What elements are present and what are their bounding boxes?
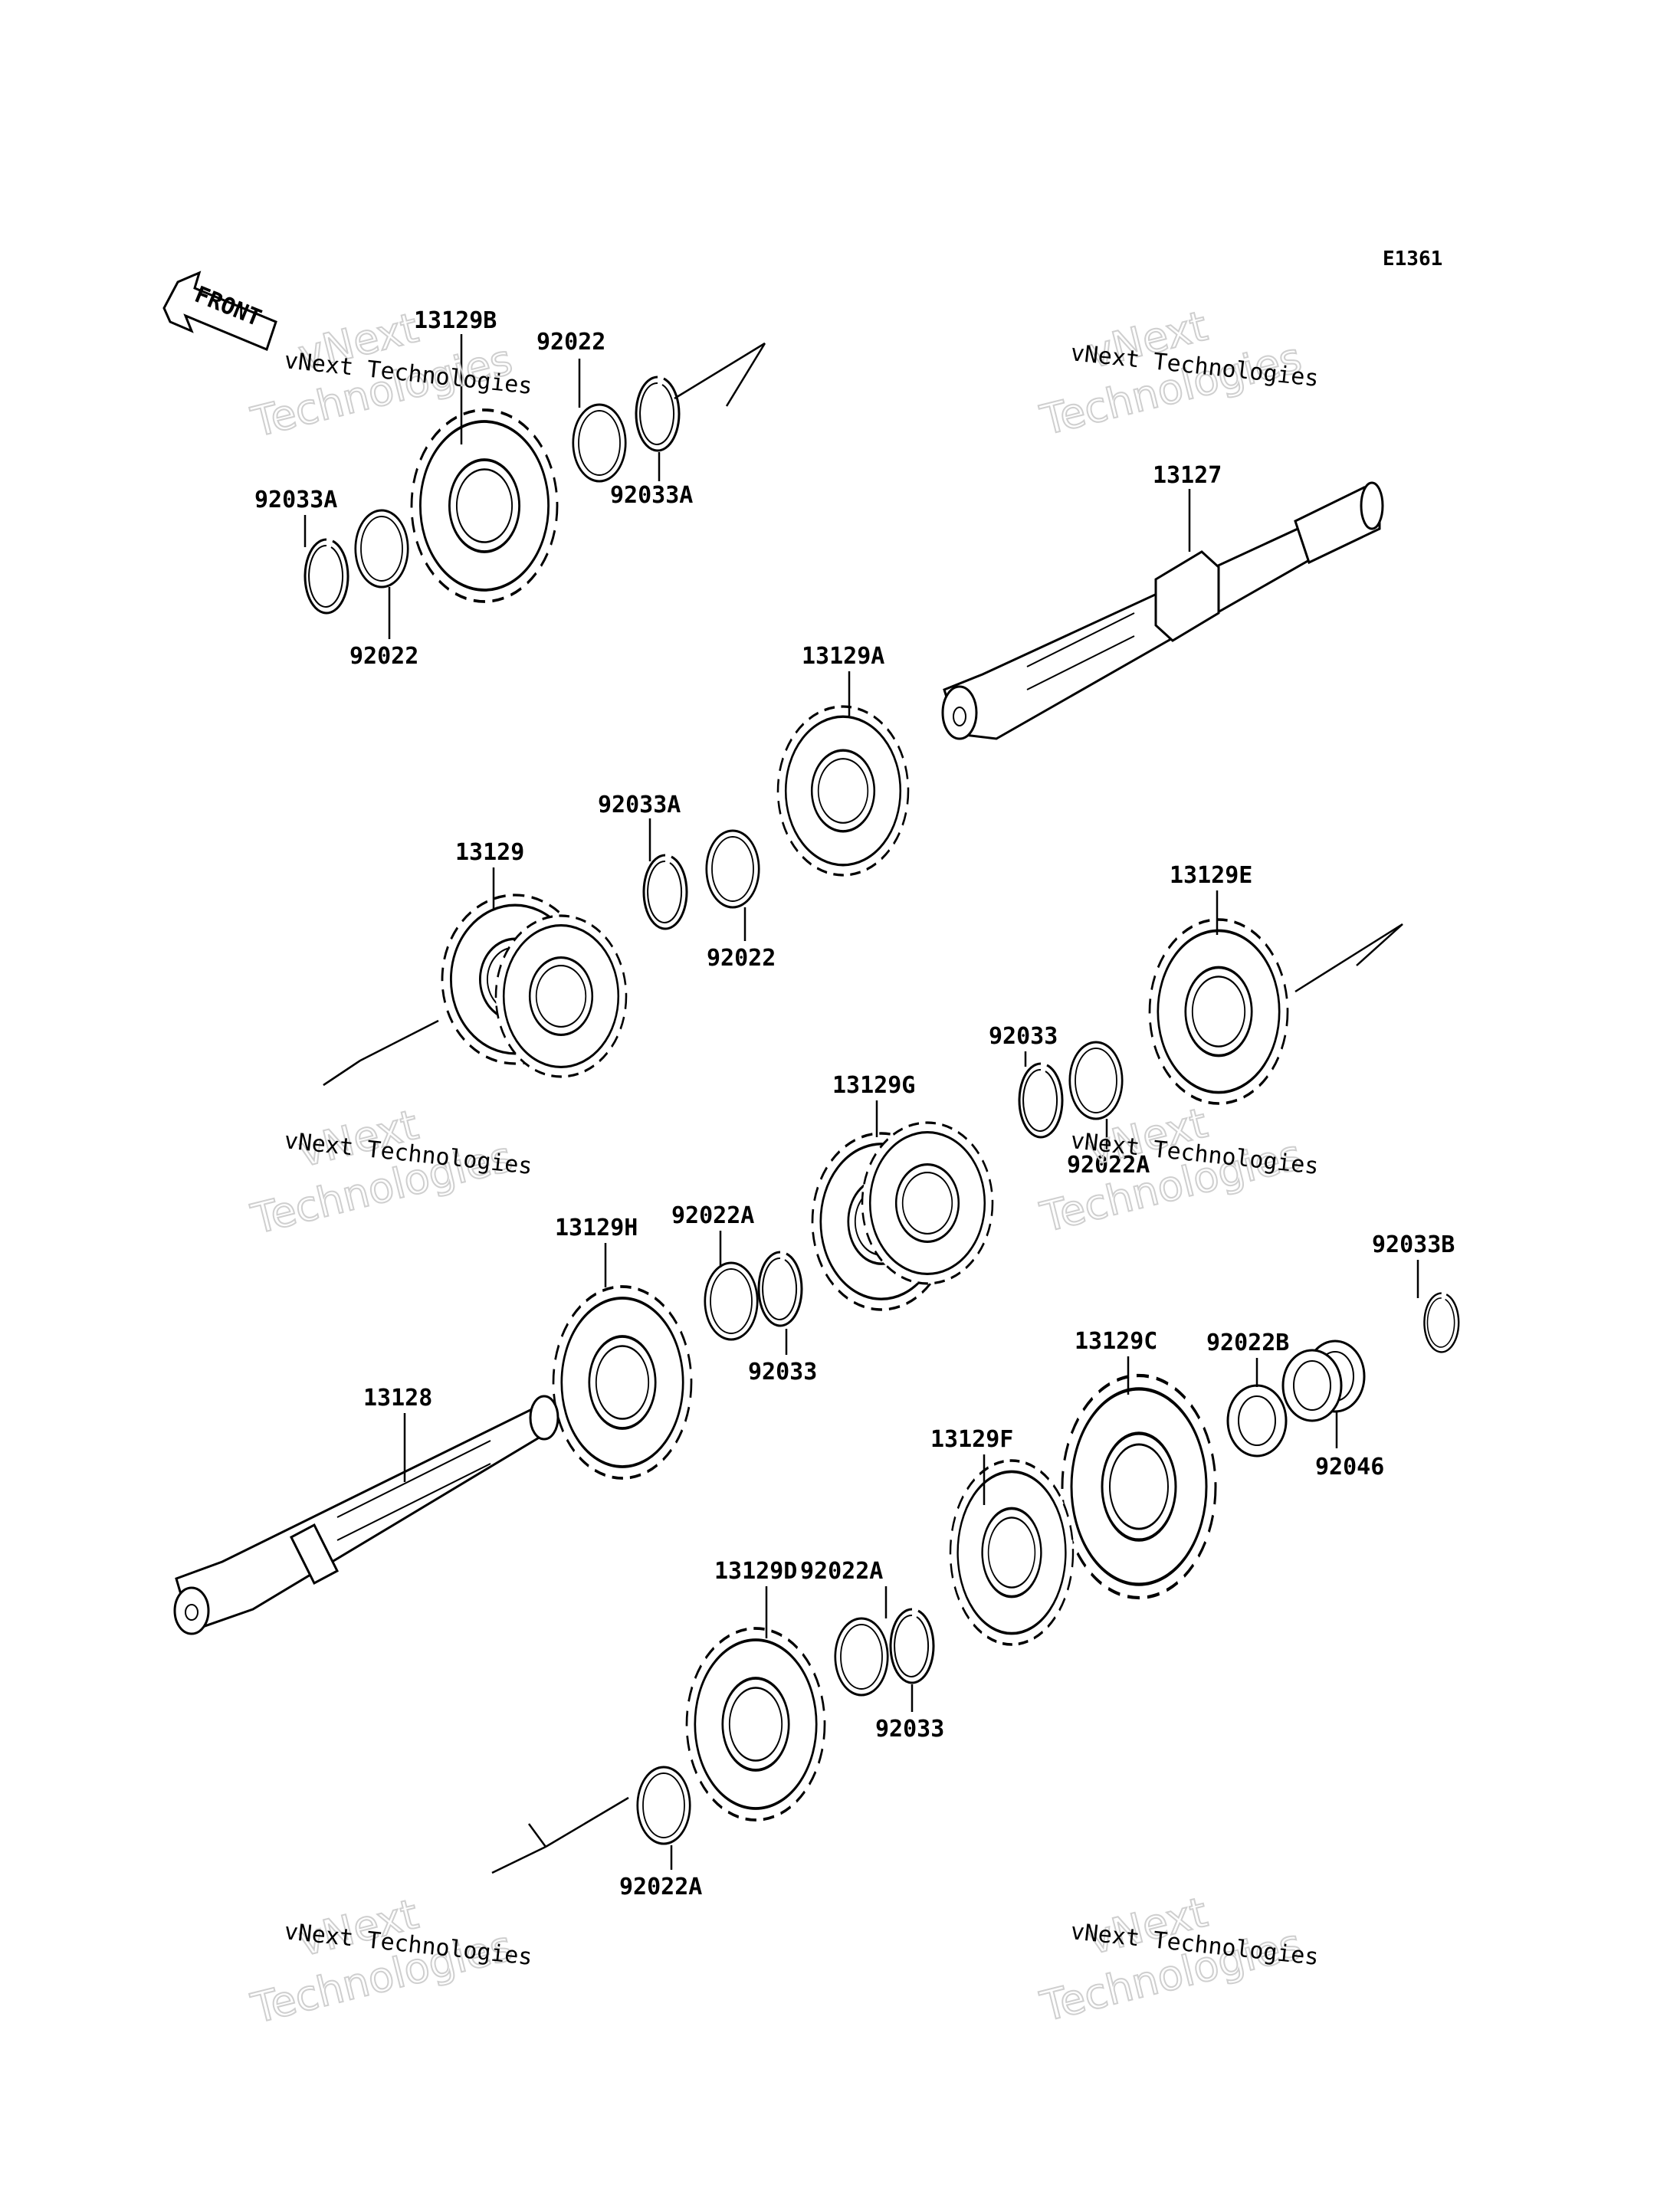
gear-13129C xyxy=(1062,1376,1216,1598)
label-92033A-left: 92033A xyxy=(254,487,337,513)
label-92022A-bottom: 92022A xyxy=(619,1874,702,1900)
label-13129A: 13129A xyxy=(802,643,884,670)
gear-13129G xyxy=(811,1121,994,1311)
label-92022B: 92022B xyxy=(1206,1330,1289,1356)
clip-92033-low xyxy=(889,1608,935,1684)
label-13129D: 13129D xyxy=(714,1558,797,1585)
ring-92022A-low xyxy=(834,1617,889,1697)
clip-92033A-left xyxy=(304,538,349,615)
label-92022-left: 92022 xyxy=(349,643,418,670)
leader-lines xyxy=(304,334,1419,1870)
label-92033A-top: 92033A xyxy=(610,482,693,509)
label-13129G: 13129G xyxy=(832,1072,915,1099)
label-13129F: 13129F xyxy=(930,1426,1013,1453)
label-92033B: 92033B xyxy=(1372,1231,1455,1258)
label-92033A-mid: 92033A xyxy=(598,792,681,818)
ring-92022-top xyxy=(572,403,627,483)
clip-92033A-top xyxy=(635,375,681,452)
ring-92022-left xyxy=(354,509,409,589)
label-92033-low: 92033 xyxy=(875,1716,944,1743)
bearing-92046 xyxy=(1281,1340,1366,1422)
gear-13129D xyxy=(685,1627,826,1822)
label-92022A-low: 92022A xyxy=(800,1558,883,1585)
gear-13129H xyxy=(552,1285,693,1480)
clip-92033B xyxy=(1423,1292,1460,1353)
label-92022A-right: 92022A xyxy=(1067,1152,1150,1179)
front-arrow-icon: FRONT xyxy=(162,271,277,352)
ring-92022A-right xyxy=(1068,1041,1124,1120)
label-92046: 92046 xyxy=(1315,1454,1384,1481)
ring-92022A-mid xyxy=(704,1261,759,1341)
label-13129B: 13129B xyxy=(414,307,497,334)
label-92033-right: 92033 xyxy=(989,1023,1058,1050)
shaft-13127 xyxy=(941,481,1384,740)
label-92022-top: 92022 xyxy=(536,329,605,356)
shaft-13128 xyxy=(173,1395,559,1635)
clip-92033-right xyxy=(1018,1062,1064,1139)
gear-13129B xyxy=(410,408,559,603)
label-13129E: 13129E xyxy=(1170,862,1252,889)
label-13129C: 13129C xyxy=(1075,1328,1157,1355)
clip-92033-mid xyxy=(757,1251,803,1327)
label-92033-mid: 92033 xyxy=(748,1359,817,1385)
washer-92022B xyxy=(1226,1384,1288,1458)
label-92022A-mid: 92022A xyxy=(671,1202,754,1229)
gear-13129 xyxy=(441,894,628,1078)
label-13129: 13129 xyxy=(455,839,524,866)
part-labels: 13129B 92022 92033A 92033A 92022 13127 1… xyxy=(254,307,1455,1900)
clip-92033A-mid xyxy=(642,854,688,930)
gear-13129F xyxy=(949,1459,1075,1646)
label-92022-mid: 92022 xyxy=(707,945,776,972)
diagram-code: E1361 xyxy=(1383,248,1442,271)
label-13129H: 13129H xyxy=(555,1215,638,1241)
gear-13129A xyxy=(776,705,910,877)
label-13127: 13127 xyxy=(1153,462,1222,489)
ring-92022-mid xyxy=(705,829,760,909)
label-13128: 13128 xyxy=(363,1385,432,1412)
ring-92022A-bottom xyxy=(636,1766,691,1845)
gear-13129E xyxy=(1148,918,1289,1105)
